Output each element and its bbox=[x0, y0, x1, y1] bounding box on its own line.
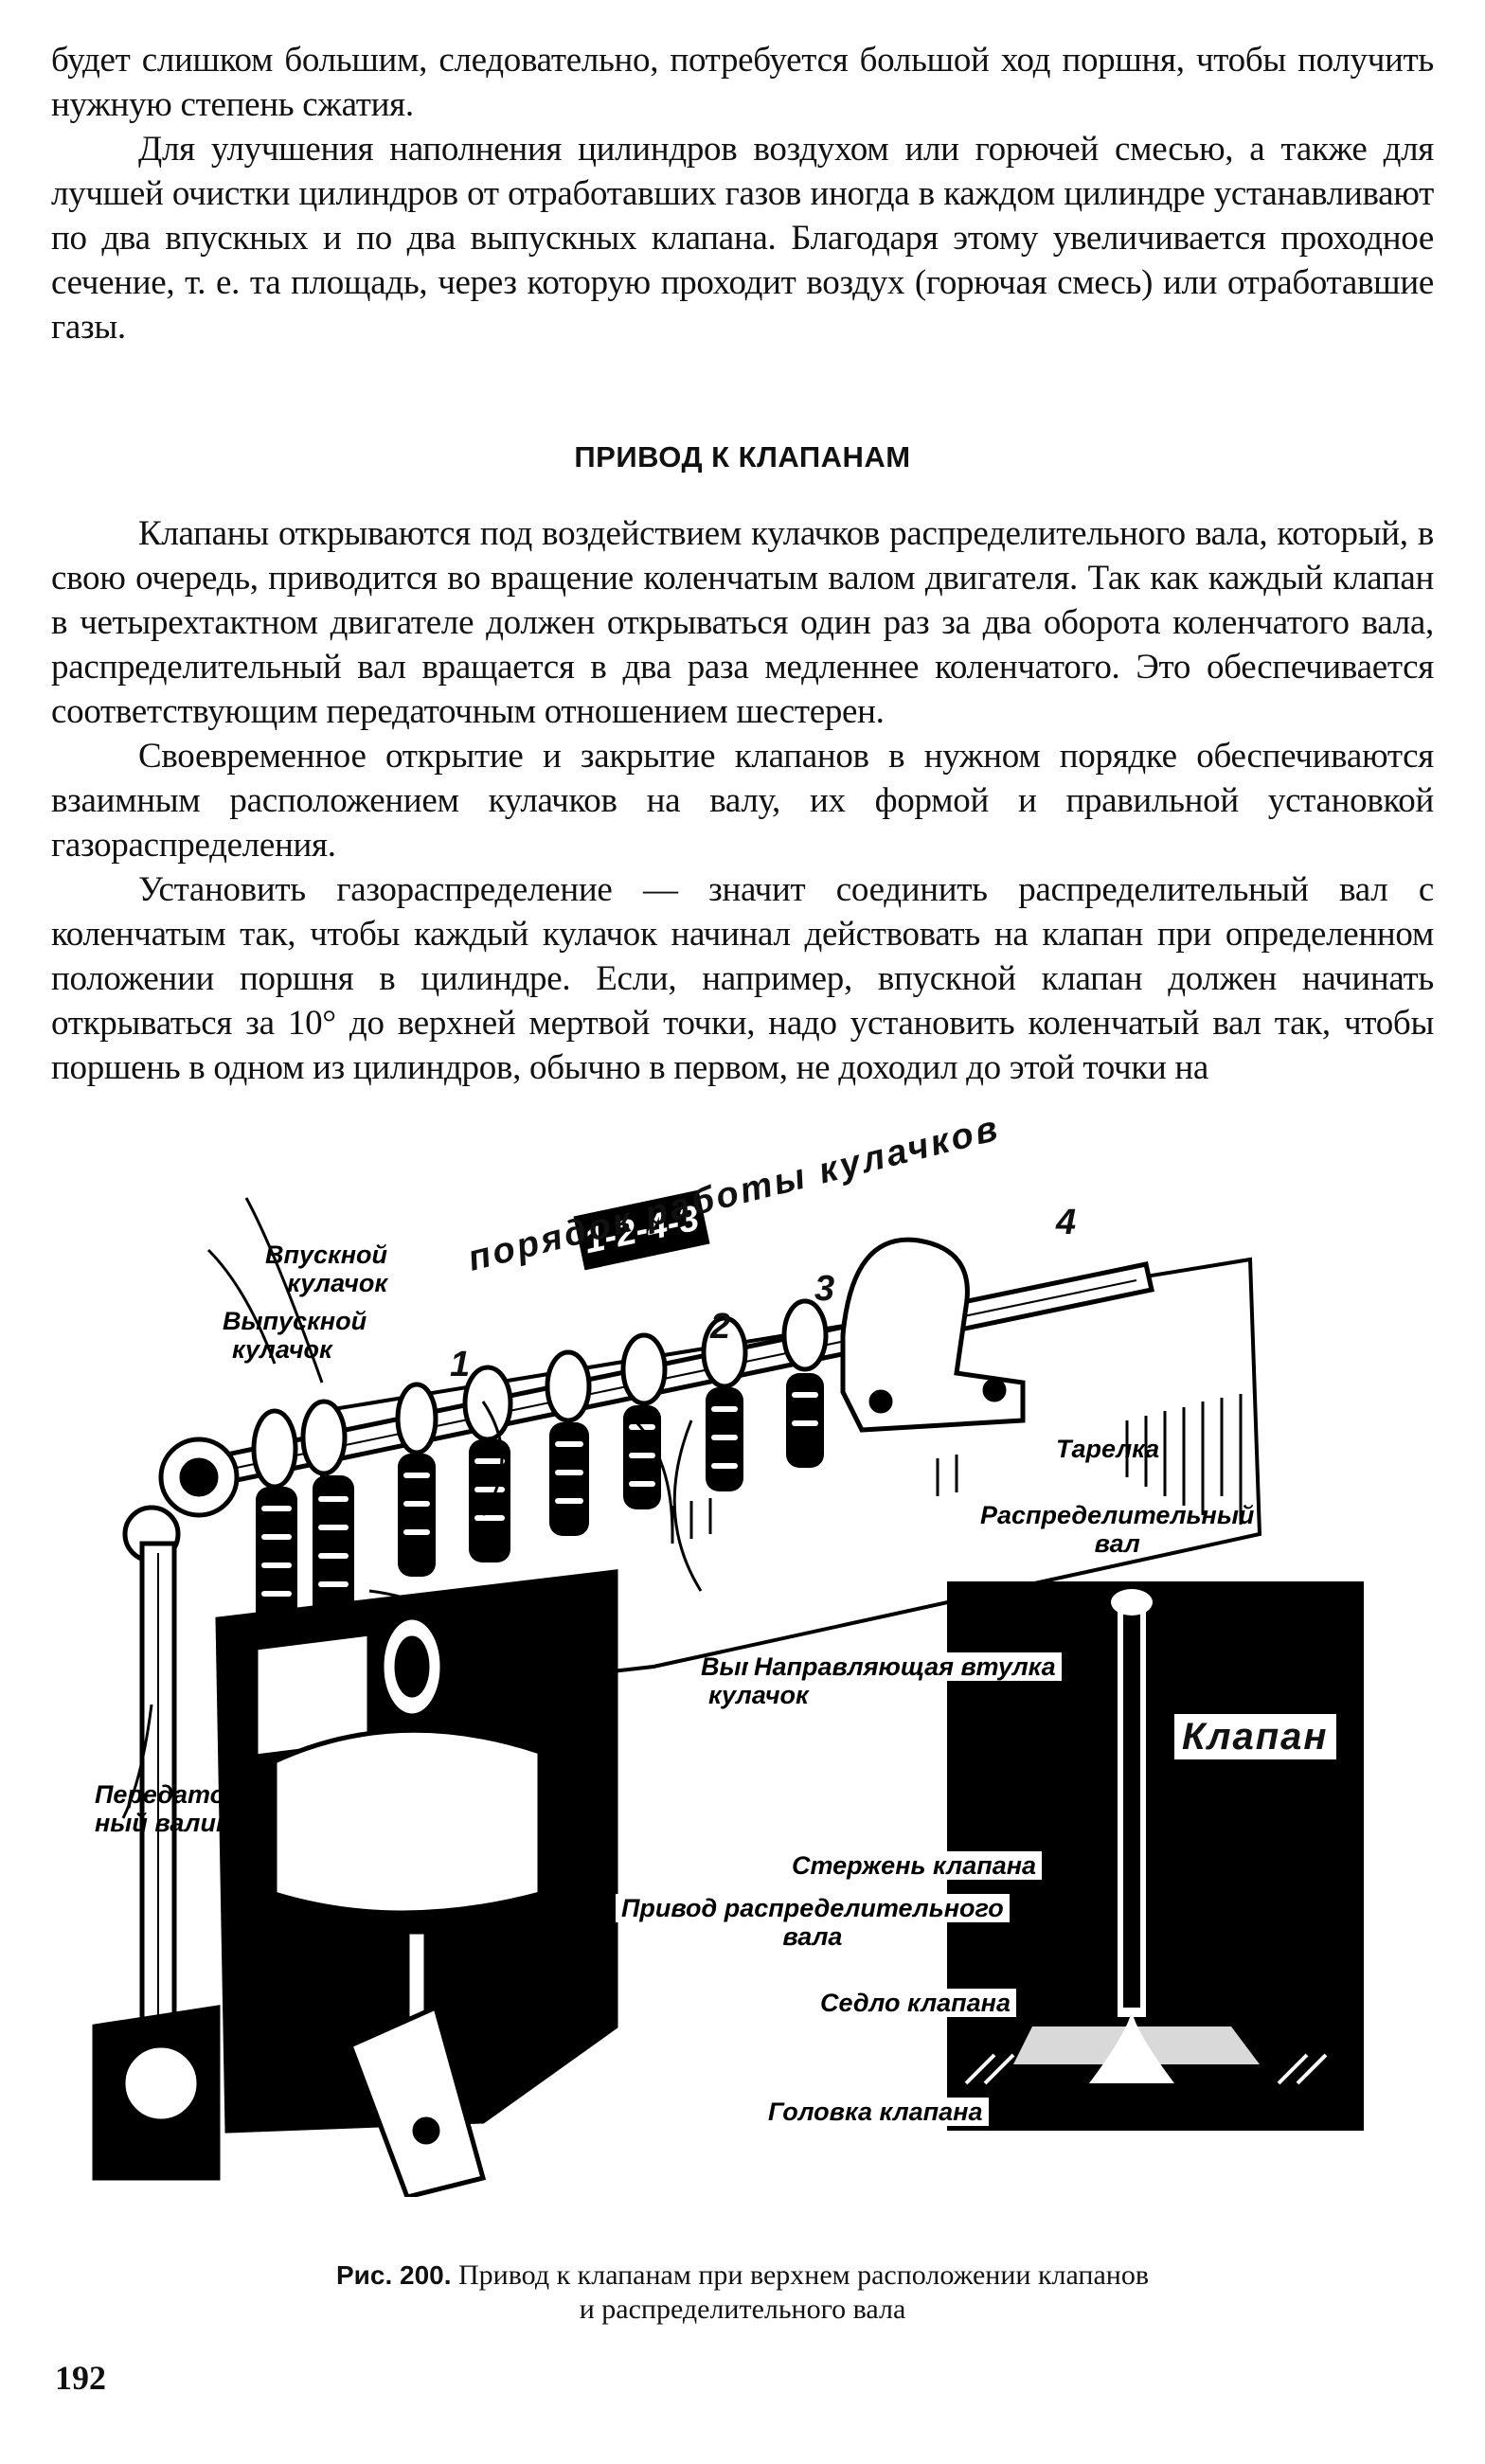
section-heading: ПРИВОД К КЛАПАНАМ bbox=[574, 440, 911, 473]
label-valve-guide: Направляющая втулка bbox=[748, 1652, 1062, 1681]
figure-caption: Рис. 200. Привод к клапанам при верхнем … bbox=[0, 2259, 1485, 2327]
exhaust-port bbox=[379, 1615, 445, 1719]
paragraph: Клапаны открываются под воздействием кул… bbox=[51, 514, 1434, 731]
label-intake-cam: Впускной кулачок bbox=[265, 1241, 388, 1297]
camshaft-bearing bbox=[840, 1237, 1026, 1433]
cam-number: 2 bbox=[710, 1307, 731, 1347]
label-valve-stem: Стержень клапана bbox=[786, 1851, 1043, 1880]
label-transmission-shaft: Передаточ- ный валик bbox=[95, 1780, 248, 1837]
figure-valve-drive: 1-2-4-3 порядок работы кулачков 1 2 3 4 … bbox=[85, 1108, 1421, 2197]
cam-number: 1 bbox=[450, 1345, 471, 1384]
engine-illustration bbox=[92, 1197, 1364, 2197]
spring-coils bbox=[261, 1392, 818, 1597]
figure-number: Рис. 200. bbox=[335, 2260, 452, 2290]
text-block-top: будет слишком большим, следовательно, по… bbox=[51, 38, 1434, 349]
paragraph: будет слишком большим, следовательно, по… bbox=[51, 41, 1434, 124]
label-valve-seat: Седло клапана bbox=[814, 1989, 1016, 2017]
label-exhaust-cam-left: Выпускной кулачок bbox=[223, 1307, 367, 1364]
transmission-shaft bbox=[92, 1541, 221, 2181]
engine-mount bbox=[347, 2004, 487, 2197]
label-camshaft-drive: Привод распределительного вала bbox=[616, 1894, 1010, 1951]
page-number: 192 bbox=[55, 2359, 106, 2397]
label-camshaft: Распределительный вал bbox=[980, 1501, 1255, 1558]
caption-line-1: Привод к клапанам при верхнем расположен… bbox=[458, 2259, 1149, 2291]
cams bbox=[251, 1298, 829, 1490]
paragraph: Своевременное открытие и закрытие клапан… bbox=[51, 737, 1434, 865]
label-valve-head: Головка клапана bbox=[762, 2098, 989, 2126]
text-block-main: Клапаны открываются под воздействием кул… bbox=[51, 511, 1434, 1090]
caption-line-2: и распределительного вала bbox=[579, 2294, 906, 2325]
paragraph: Для улучшения наполнения цилиндров возду… bbox=[51, 130, 1434, 347]
label-valve-title: Клапан bbox=[1174, 1714, 1336, 1759]
cam-number: 3 bbox=[814, 1269, 835, 1309]
paragraph: Установить газораспределение — значит со… bbox=[51, 870, 1434, 1087]
label-spring-plate: Тарелка bbox=[1056, 1435, 1160, 1463]
cam-number: 4 bbox=[1056, 1203, 1077, 1242]
leader-lines bbox=[121, 1197, 703, 2027]
